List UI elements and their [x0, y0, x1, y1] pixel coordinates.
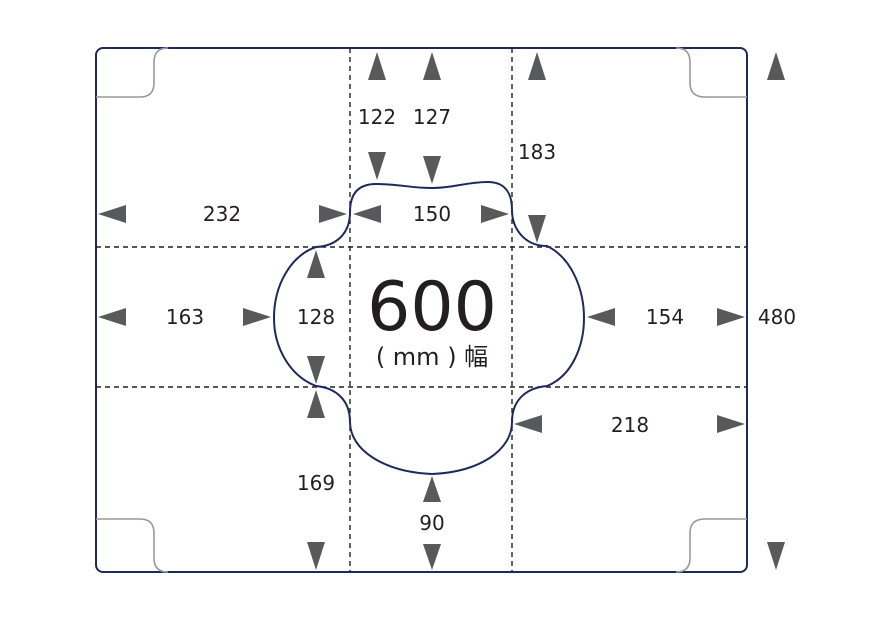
- arrow-127-bottom: [423, 156, 441, 184]
- corner-guide-bottom-left: [96, 518, 169, 573]
- arrow-128-top: [307, 250, 325, 278]
- arrow-183-top: [528, 52, 546, 80]
- arrow-169-top: [307, 390, 325, 418]
- dim-label-154: 154: [646, 305, 684, 329]
- dim-label-127: 127: [413, 105, 451, 129]
- arrow-127-top: [423, 52, 441, 80]
- corner-guide-top-right: [675, 47, 747, 98]
- center-cutout-outline: [272, 180, 586, 476]
- dim-label-150: 150: [413, 202, 451, 226]
- arrow-128-bottom: [307, 356, 325, 384]
- dim-label-90: 90: [419, 511, 444, 535]
- board-outline: [95, 47, 748, 573]
- dim-label-163: 163: [166, 305, 204, 329]
- arrow-150-right: [481, 205, 509, 223]
- arrow-163-left: [98, 308, 126, 326]
- dim-label-218: 218: [611, 413, 649, 437]
- arrow-169-bottom: [307, 542, 325, 570]
- arrow-218-left: [514, 415, 542, 433]
- arrow-150-left: [353, 205, 381, 223]
- arrow-122-bottom: [368, 152, 386, 180]
- arrow-90-bottom: [423, 544, 441, 570]
- dim-label-480: 480: [758, 305, 796, 329]
- arrow-122-top: [368, 52, 386, 80]
- arrow-154-left: [587, 308, 615, 326]
- arrow-90-top: [423, 476, 441, 502]
- arrow-154-right: [717, 308, 745, 326]
- arrow-480-top: [767, 52, 785, 80]
- dim-label-183: 183: [518, 140, 556, 164]
- arrow-232-right: [319, 205, 347, 223]
- arrow-480-bottom: [767, 542, 785, 570]
- dim-label-232: 232: [203, 202, 241, 226]
- corner-guide-top-left: [96, 47, 169, 98]
- arrow-218-right: [717, 415, 745, 433]
- dim-label-122: 122: [358, 105, 396, 129]
- dim-label-128: 128: [297, 305, 335, 329]
- arrow-232-left: [98, 205, 126, 223]
- center-width-value: 600: [367, 268, 497, 347]
- center-unit-label: ( mm ) 幅: [376, 343, 488, 371]
- dim-label-169: 169: [297, 471, 335, 495]
- arrow-163-right: [243, 308, 271, 326]
- corner-guide-bottom-right: [675, 518, 747, 573]
- arrow-183-bottom: [528, 215, 546, 243]
